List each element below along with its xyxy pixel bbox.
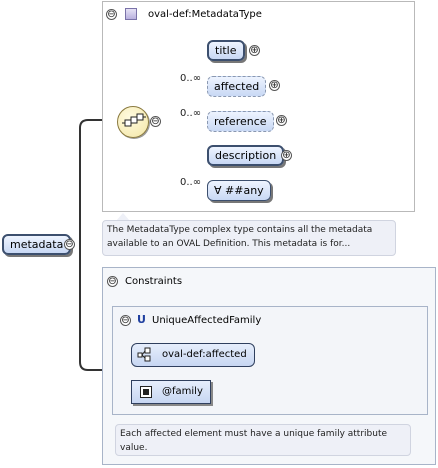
- description-expand-toggle[interactable]: ⊕: [281, 150, 292, 161]
- any-occurrence: 0..∞: [180, 177, 202, 188]
- complex-type-box: [102, 1, 415, 212]
- selector-label: oval-def:affected: [162, 349, 247, 360]
- complex-type-icon: [125, 8, 137, 20]
- unique-name: UniqueAffectedFamily: [152, 315, 262, 326]
- reference-occurrence: 0..∞: [180, 108, 202, 119]
- title-expand-toggle[interactable]: ⊕: [249, 45, 260, 56]
- field-box[interactable]: @family: [131, 380, 211, 404]
- annotation-pointer: [116, 213, 130, 221]
- field-icon: [140, 386, 152, 398]
- affected-occurrence: 0..∞: [180, 73, 202, 84]
- selector-icon: [137, 347, 151, 362]
- element-reference[interactable]: reference: [207, 111, 274, 132]
- metadata-collapse-toggle[interactable]: ⊖: [64, 239, 75, 250]
- unique-collapse-toggle[interactable]: ⊖: [120, 315, 131, 326]
- affected-expand-toggle[interactable]: ⊕: [269, 80, 280, 91]
- field-label: @family: [162, 386, 203, 397]
- reference-expand-toggle[interactable]: ⊕: [276, 115, 287, 126]
- element-title[interactable]: title: [207, 40, 245, 61]
- constraints-collapse-toggle[interactable]: ⊖: [107, 276, 118, 287]
- sequence-collapse-toggle[interactable]: ⊖: [150, 116, 161, 127]
- sequence-node[interactable]: [117, 106, 149, 138]
- unique-marker: U: [137, 313, 146, 326]
- element-metadata[interactable]: metadata: [2, 234, 72, 255]
- selector-box[interactable]: oval-def:affected: [131, 343, 255, 367]
- element-any-wildcard[interactable]: ∀ ##any: [207, 180, 271, 201]
- element-affected[interactable]: affected: [207, 76, 267, 97]
- element-description[interactable]: description: [207, 145, 285, 166]
- type-collapse-toggle[interactable]: ⊖: [106, 9, 117, 20]
- type-title: oval-def:MetadataType: [148, 9, 262, 20]
- type-annotation: The MetadataType complex type contains a…: [102, 220, 396, 256]
- constraints-title: Constraints: [125, 276, 183, 287]
- constraint-annotation: Each affected element must have a unique…: [115, 424, 411, 456]
- sequence-compositor-icon: [122, 113, 146, 127]
